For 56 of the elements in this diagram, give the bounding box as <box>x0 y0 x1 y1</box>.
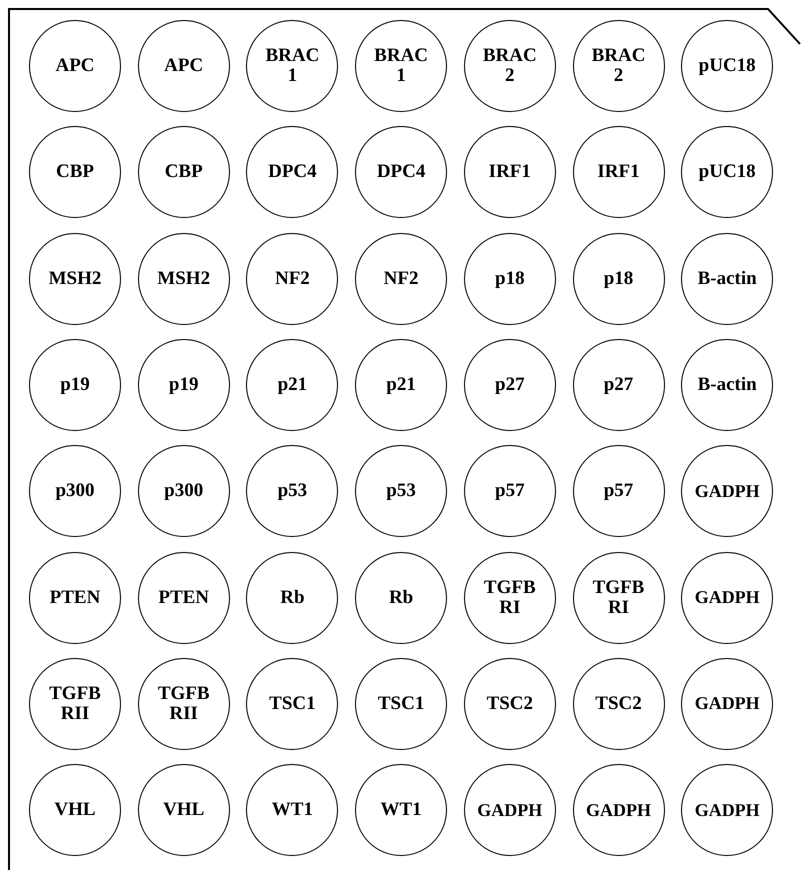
gene-label: p19 <box>168 374 200 395</box>
gene-label: p300 <box>163 481 204 502</box>
gene-label: p21 <box>276 374 308 395</box>
gene-label: B-actin <box>696 374 758 395</box>
gene-label: p21 <box>385 374 417 395</box>
gene-label: GADPH <box>694 588 760 607</box>
gene-label: pUC18 <box>698 56 757 76</box>
gene-label: NF2 <box>274 268 311 289</box>
gene-label: TGFB RI <box>482 578 537 618</box>
gene-label: pUC18 <box>698 162 757 182</box>
gene-label: GADPH <box>476 800 543 820</box>
gene-label: CBP <box>164 162 204 182</box>
gene-label: p18 <box>494 268 526 289</box>
gene-label: TSC1 <box>268 694 317 714</box>
gene-label: TSC2 <box>486 694 534 714</box>
gene-label: VHL <box>53 800 97 820</box>
gene-label: NF2 <box>382 268 420 289</box>
gene-label: p300 <box>54 481 96 502</box>
gene-label: p27 <box>494 374 526 395</box>
gene-label: GADPH <box>694 694 760 714</box>
gene-label: VHL <box>162 800 206 820</box>
gene-label: APC <box>54 56 96 76</box>
gene-label: B-actin <box>696 268 758 289</box>
gene-label: GADPH <box>586 800 652 820</box>
gene-label: GADPH <box>694 800 760 820</box>
gene-label: p27 <box>602 374 634 395</box>
gene-label: CBP <box>55 162 95 182</box>
gene-label: p19 <box>59 374 91 395</box>
gene-label: p57 <box>494 481 526 502</box>
gene-label: WT1 <box>270 800 314 820</box>
gene-label: MSH2 <box>156 268 212 289</box>
gene-label: Rb <box>279 588 306 608</box>
gene-label: APC <box>163 56 204 76</box>
gene-label: PTEN <box>48 588 102 608</box>
gene-label: MSH2 <box>48 268 102 289</box>
gene-label: BRAC 1 <box>373 46 430 86</box>
gene-label: p18 <box>602 268 634 289</box>
gene-label: WT1 <box>380 800 423 820</box>
gene-label: p57 <box>602 481 634 502</box>
gene-label: DPC4 <box>376 162 426 182</box>
gene-label: GADPH <box>694 482 760 501</box>
gene-label: p53 <box>385 481 417 502</box>
gene-label: BRAC 1 <box>264 46 320 86</box>
gene-label: p53 <box>276 481 308 502</box>
gene-label: TGFB RII <box>156 684 211 724</box>
gene-label: Rb <box>388 588 414 608</box>
gene-label: TSC1 <box>376 694 426 714</box>
gene-label: TGFB RII <box>48 684 102 724</box>
gene-label: DPC4 <box>267 162 318 182</box>
gene-label: IRF1 <box>596 162 641 182</box>
gene-label: BRAC 2 <box>590 46 646 86</box>
gene-label: TGFB RI <box>592 578 646 618</box>
gene-label: IRF1 <box>488 162 532 182</box>
gene-label: BRAC 2 <box>482 46 538 86</box>
gene-label: PTEN <box>157 588 210 608</box>
gene-label: TSC2 <box>594 694 643 714</box>
